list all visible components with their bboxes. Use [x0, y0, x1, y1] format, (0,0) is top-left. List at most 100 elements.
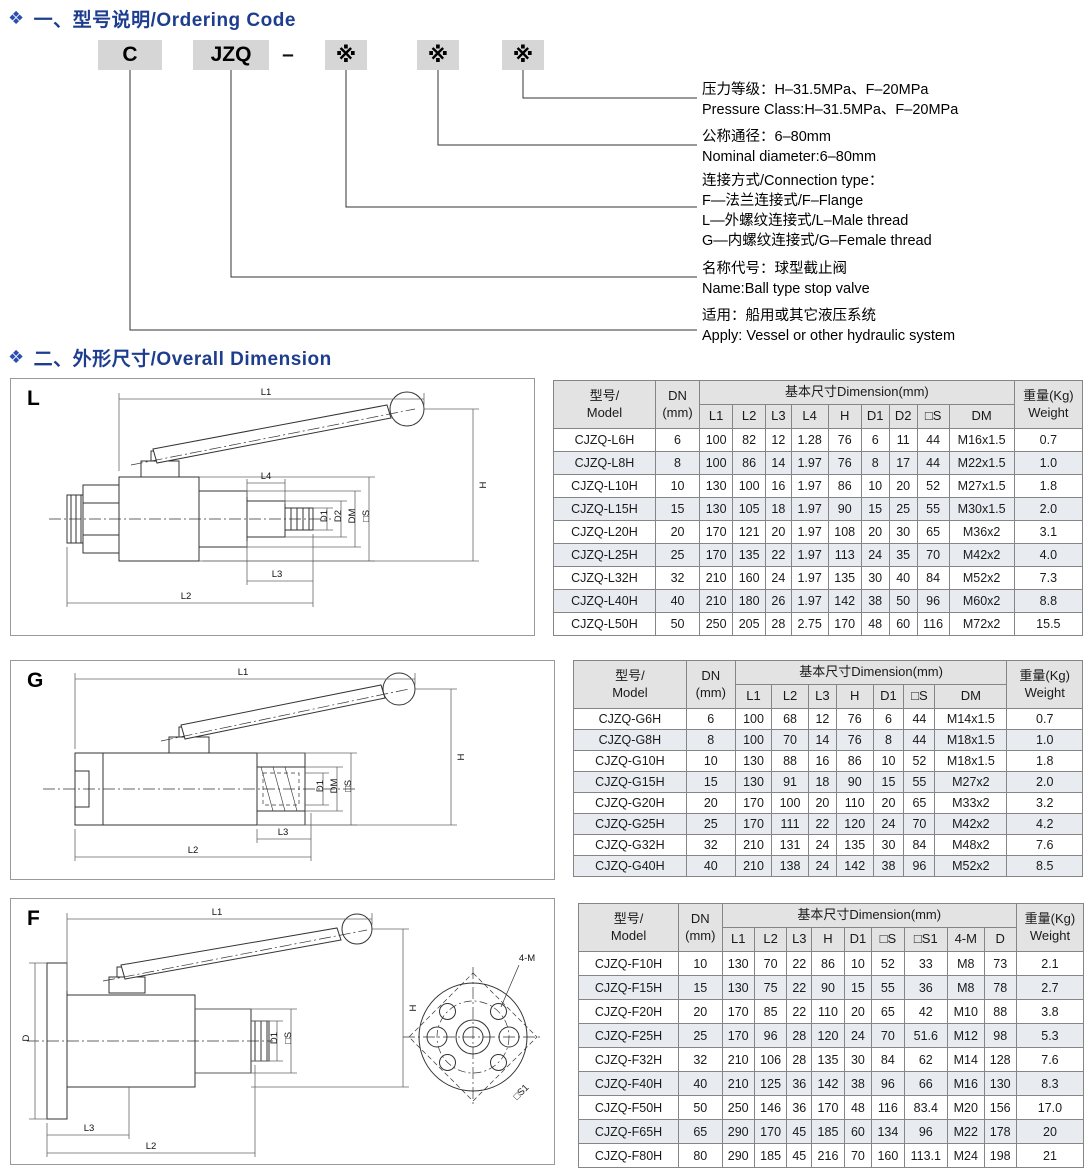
figure-label-G: G	[27, 669, 44, 692]
value-cell: 205	[732, 612, 767, 636]
value-cell: 36	[786, 1095, 813, 1120]
col-header-dim: D2	[888, 404, 918, 429]
value-cell: 16	[807, 750, 837, 772]
dim-label: L4	[261, 471, 272, 482]
col-header-weight: 重量(Kg) Weight	[1006, 660, 1083, 709]
value-cell: 2.1	[1015, 951, 1085, 976]
value-cell: 1.28	[790, 428, 829, 452]
value-cell: M18x1.5	[934, 729, 1008, 751]
value-cell: 60	[888, 612, 918, 636]
value-cell: M42x2	[934, 813, 1008, 835]
model-cell: CJZQ-L10H	[553, 474, 656, 498]
flange-face-view	[403, 964, 543, 1107]
value-cell: 70	[843, 1143, 873, 1168]
value-cell: 22	[786, 951, 813, 976]
value-cell: 62	[903, 1047, 949, 1072]
value-cell: M8	[947, 975, 985, 1000]
value-cell: 15	[678, 975, 723, 1000]
dim-label: H	[456, 753, 467, 760]
value-cell: 0.7	[1006, 708, 1083, 730]
value-cell: 7.6	[1006, 834, 1083, 856]
callout-line: F—法兰连接式/F–Flange	[702, 193, 864, 209]
col-header-model: 型号/ Model	[573, 660, 687, 709]
value-cell: 3.2	[1006, 792, 1083, 814]
value-cell: 8	[872, 729, 905, 751]
value-cell: 6	[872, 708, 905, 730]
value-cell: 170	[699, 520, 734, 544]
value-cell: 25	[678, 1023, 723, 1048]
value-cell: 30	[860, 566, 890, 590]
model-cell: CJZQ-F10H	[577, 951, 680, 976]
value-cell: 66	[903, 1071, 949, 1096]
col-header-dim: L2	[732, 404, 767, 429]
dim-label: L3	[84, 1123, 95, 1134]
value-cell: 3.8	[1015, 999, 1085, 1024]
value-cell: 100	[699, 428, 734, 452]
value-cell: 2.0	[1013, 497, 1084, 521]
value-cell: 20	[765, 520, 792, 544]
dim-label: □S	[283, 1032, 294, 1044]
value-cell: 6	[860, 428, 890, 452]
value-cell: 30	[843, 1047, 873, 1072]
value-cell: 110	[811, 999, 845, 1024]
value-cell: 120	[835, 813, 874, 835]
model-cell: CJZQ-F32H	[577, 1047, 680, 1072]
value-cell: 170	[721, 999, 755, 1024]
callout-line: Apply: Vessel or other hydraulic system	[702, 328, 956, 344]
dim-label: L2	[181, 591, 192, 602]
model-cell: CJZQ-L25H	[553, 543, 656, 567]
col-header-weight: 重量(Kg) Weight	[1013, 380, 1084, 429]
value-cell: 86	[732, 451, 767, 475]
value-cell: 40	[685, 855, 736, 877]
dimension-lines	[74, 673, 457, 861]
value-cell: 10	[685, 750, 736, 772]
value-cell: 14	[807, 729, 837, 751]
value-cell: M10	[947, 999, 985, 1024]
col-header-dim: D1	[843, 927, 873, 952]
value-cell: 15	[872, 771, 905, 793]
value-cell: 8.5	[1006, 855, 1083, 877]
value-cell: 198	[983, 1143, 1017, 1168]
callout-pressure-class: 压力等级：H–31.5MPa、F–20MPa Pressure Class:H–…	[702, 80, 958, 120]
value-cell: 1.97	[790, 543, 829, 567]
value-cell: M33x2	[934, 792, 1008, 814]
section-diamond-icon: ❖	[8, 347, 25, 367]
section1-heading: ❖ 一、型号说明/Ordering Code	[8, 5, 296, 32]
dim-label: D1	[319, 510, 330, 522]
col-header-dim: L2	[771, 684, 809, 709]
value-cell: M8	[947, 951, 985, 976]
value-cell: 36	[786, 1071, 813, 1096]
value-cell: 100	[732, 474, 767, 498]
value-cell: 210	[734, 855, 773, 877]
value-cell: 185	[811, 1119, 845, 1144]
model-cell: CJZQ-L20H	[553, 520, 656, 544]
value-cell: 142	[811, 1071, 845, 1096]
value-cell: 96	[903, 855, 936, 877]
value-cell: M30x1.5	[948, 497, 1015, 521]
value-cell: 10	[678, 951, 723, 976]
value-cell: 135	[732, 543, 767, 567]
dim-label: L1	[238, 667, 249, 678]
value-cell: 135	[811, 1047, 845, 1072]
dim-label: DM	[347, 509, 358, 524]
value-cell: 20	[843, 999, 873, 1024]
value-cell: 52	[871, 951, 905, 976]
col-header-dim: H	[827, 404, 862, 429]
value-cell: M20	[947, 1095, 985, 1120]
dim-label: L3	[272, 569, 283, 580]
value-cell: 16	[765, 474, 792, 498]
value-cell: 210	[721, 1071, 755, 1096]
col-header-model: 型号/ Model	[577, 903, 680, 952]
value-cell: 22	[786, 999, 813, 1024]
